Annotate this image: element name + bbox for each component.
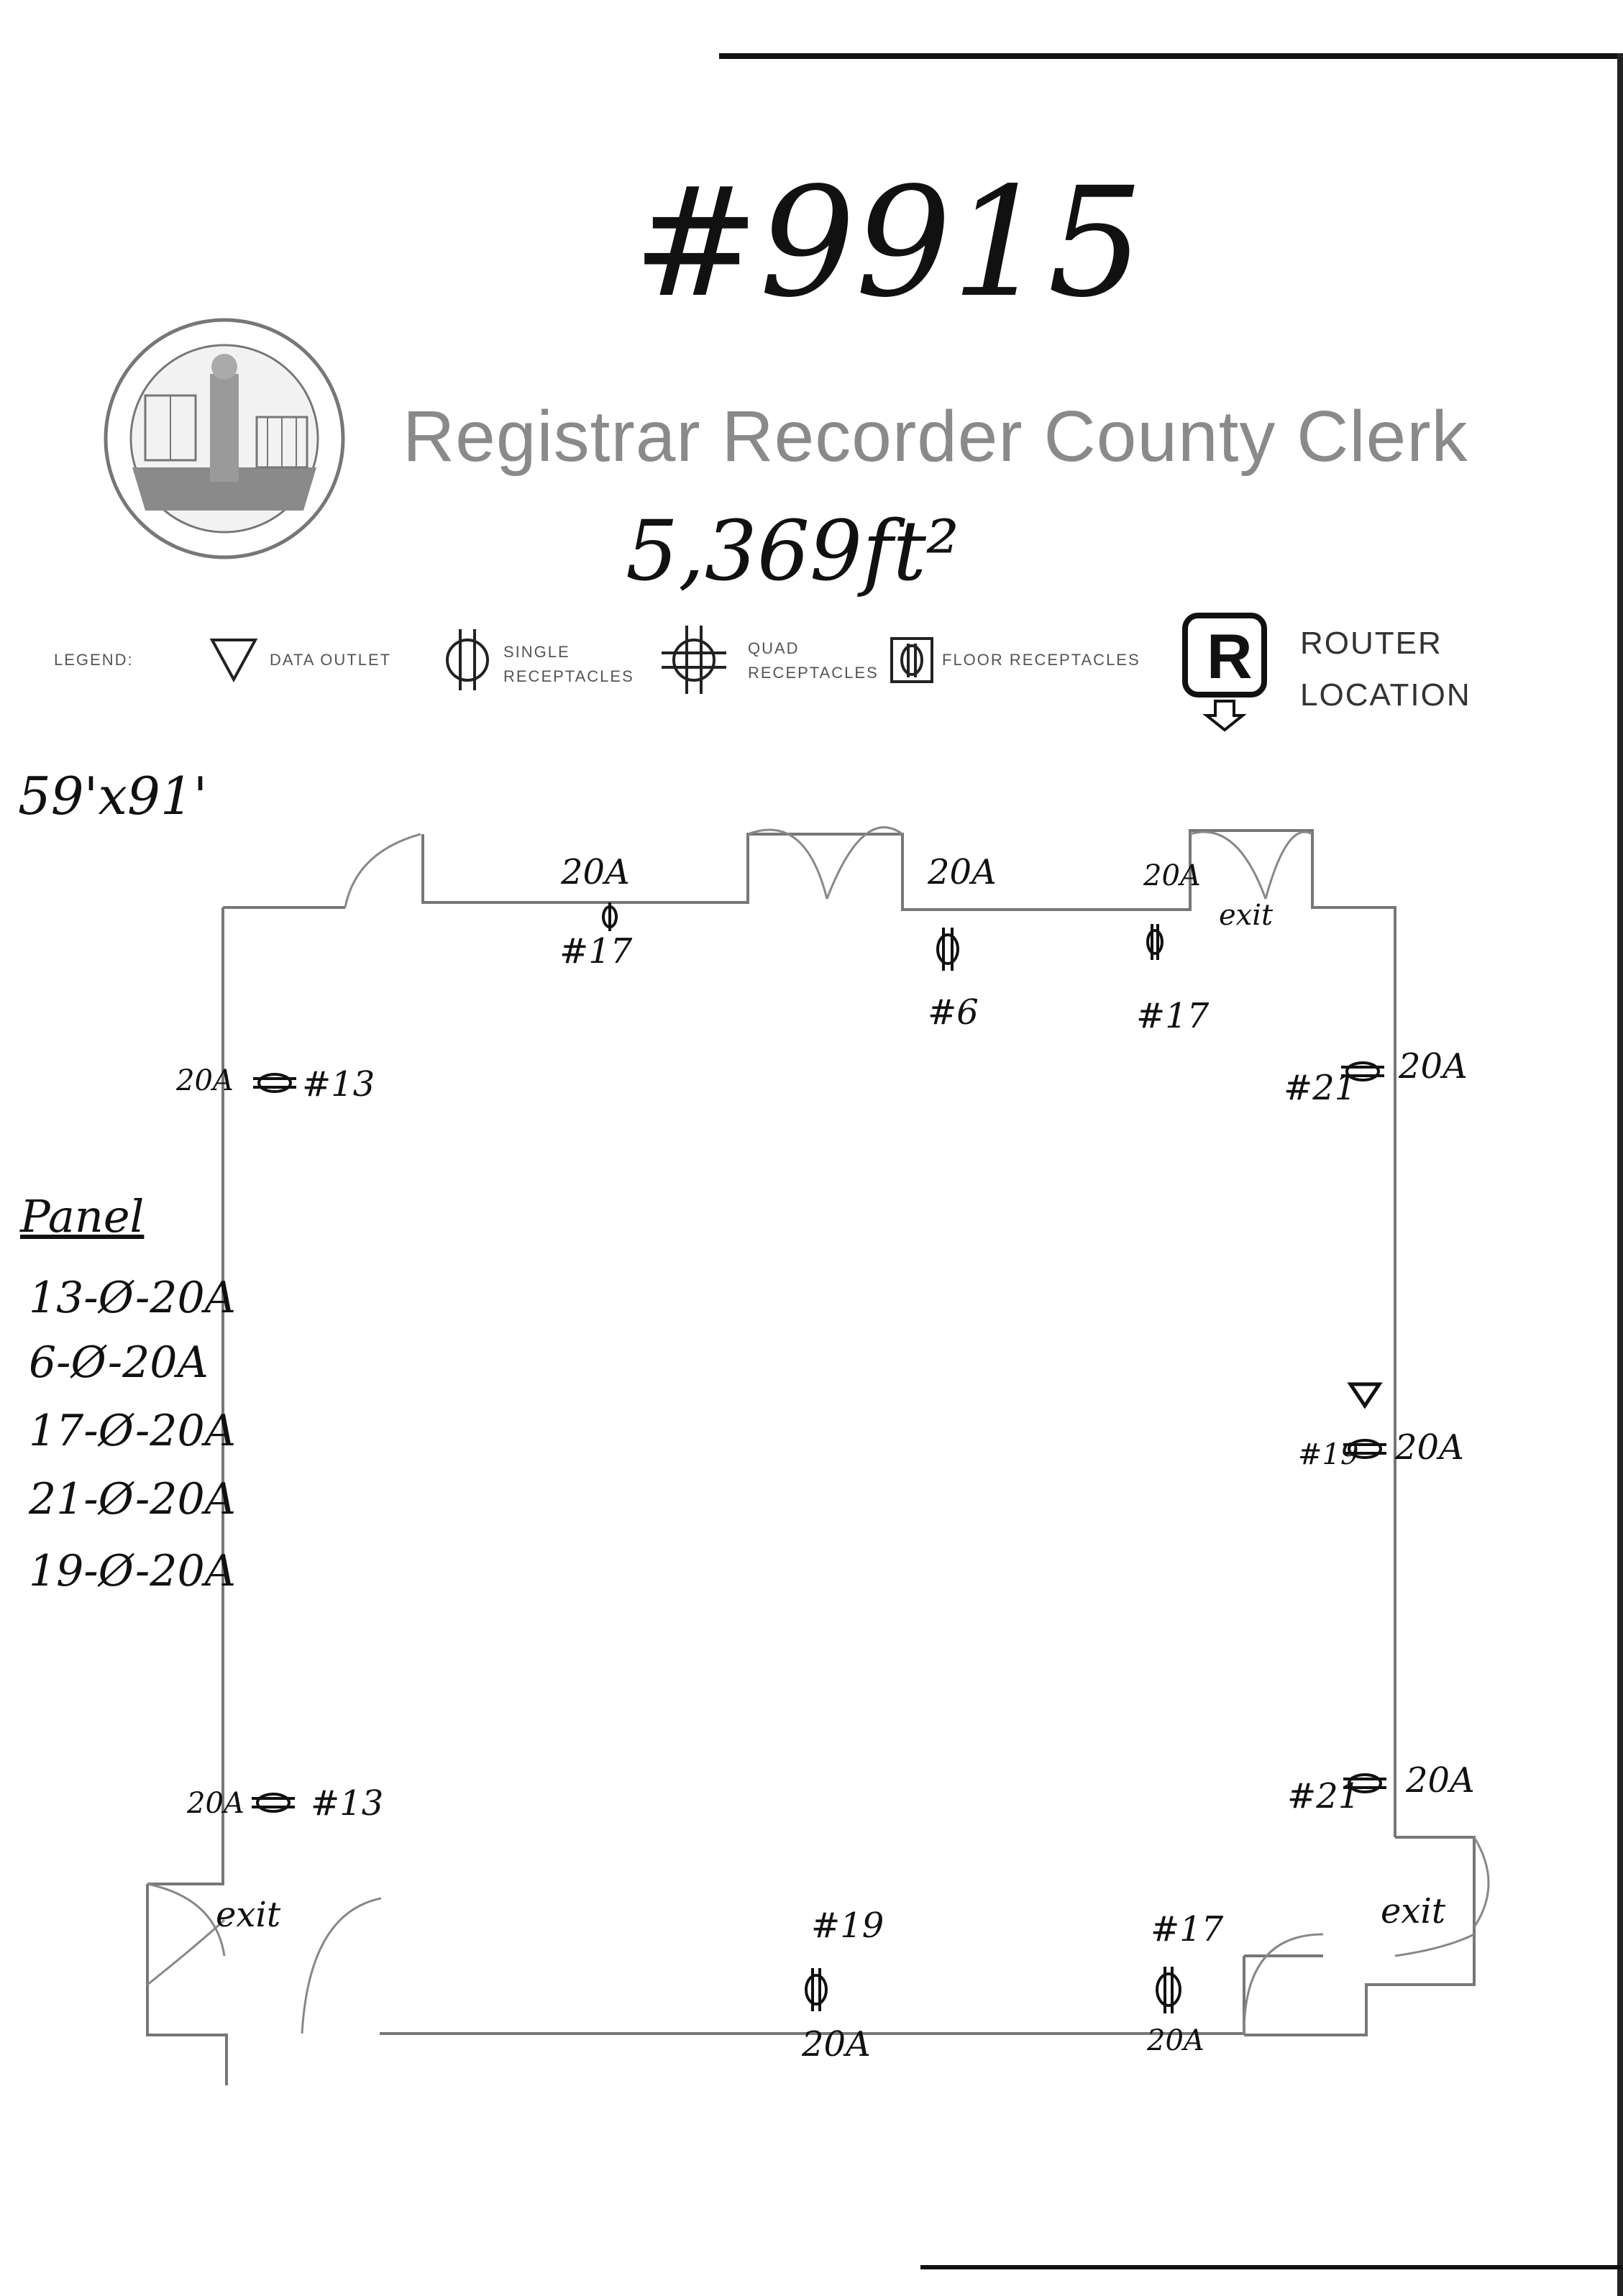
legend-router-label-line2: LOCATION	[1300, 677, 1471, 713]
area-annotation: 5,369ft²	[626, 503, 960, 600]
legend-label: LEGEND:	[54, 651, 134, 669]
outlet-circuit: #6	[928, 992, 979, 1033]
panel-circuit: 19-Ø-20A	[29, 1546, 236, 1596]
door-swings	[147, 826, 1490, 2034]
outlet-circuit: #21	[1284, 1068, 1357, 1108]
page-edge-top	[719, 53, 1623, 59]
legend-floor-receptacle-label: FLOOR RECEPTACLES	[942, 651, 1140, 669]
panel-circuit: 17-Ø-20A	[29, 1406, 236, 1456]
floor-receptacle-icon	[890, 637, 933, 683]
receptacle-symbols	[252, 902, 1386, 2013]
outlet-circuit: #19	[1298, 1438, 1359, 1471]
outlet-amperage: 20A	[1406, 1760, 1475, 1801]
outlet-circuit: #17	[1151, 1909, 1224, 1949]
exit-label-left: exit	[216, 1895, 281, 1935]
page-title: Registrar Recorder County Clerk	[403, 396, 1468, 477]
outlet-circuit: #13	[302, 1064, 375, 1104]
bottom-receptacle-1	[805, 1968, 828, 2011]
panel-circuit: 6-Ø-20A	[29, 1337, 209, 1388]
router-symbol: R	[1207, 621, 1253, 692]
outlet-circuit: #13	[311, 1783, 384, 1824]
outlet-circuit: #17	[559, 931, 633, 971]
left-receptacle-1	[253, 1073, 296, 1093]
panel-title: Panel	[20, 1190, 145, 1243]
exit-label-right: exit	[1381, 1891, 1446, 1931]
panel-circuit: 21-Ø-20A	[29, 1474, 236, 1524]
top-receptacle-2	[936, 928, 959, 971]
outlet-amperage: 20A	[1147, 2024, 1204, 2057]
legend-single-receptacle-label: SINGLE RECEPTACLES	[503, 643, 634, 685]
outlet-circuit: #21	[1287, 1776, 1361, 1816]
outlet-amperage: 20A	[561, 852, 630, 892]
page-edge-bottom	[920, 2265, 1623, 2269]
outlet-amperage: 20A	[187, 1787, 244, 1820]
dimensions-annotation: 59'x91'	[18, 766, 208, 826]
quad-receptacle-icon	[662, 626, 726, 694]
legend-data-outlet-label: DATA OUTLET	[270, 651, 392, 669]
outlet-amperage: 20A	[802, 2024, 871, 2064]
data-outlet-icon	[1347, 1382, 1383, 1409]
outlet-amperage: 20A	[1399, 1046, 1468, 1087]
outlet-amperage: 20A	[928, 852, 997, 892]
legend-router-label-line1: ROUTER	[1300, 626, 1443, 661]
legend-quad-receptacle-label: QUAD RECEPTACLES	[748, 639, 879, 682]
single-receptacle-icon	[446, 629, 489, 690]
outlet-circuit: #17	[1136, 996, 1210, 1036]
outlet-amperage: 20A	[1395, 1427, 1464, 1468]
top-receptacle-3	[1146, 924, 1163, 960]
exit-label-top: exit	[1219, 899, 1274, 932]
outlet-circuit: #19	[811, 1906, 884, 1946]
outlet-amperage: 20A	[1143, 859, 1201, 892]
top-receptacle-1	[602, 902, 618, 931]
page-edge-right	[1617, 53, 1623, 2296]
panel-circuit: 13-Ø-20A	[29, 1273, 236, 1323]
bottom-receptacle-2	[1156, 1967, 1181, 2013]
document-number: #9915	[633, 155, 1144, 331]
floor-plan-walls	[146, 829, 1476, 2085]
left-receptacle-2	[252, 1793, 295, 1813]
outlet-amperage: 20A	[176, 1064, 234, 1097]
data-outlet-icon	[209, 639, 258, 683]
